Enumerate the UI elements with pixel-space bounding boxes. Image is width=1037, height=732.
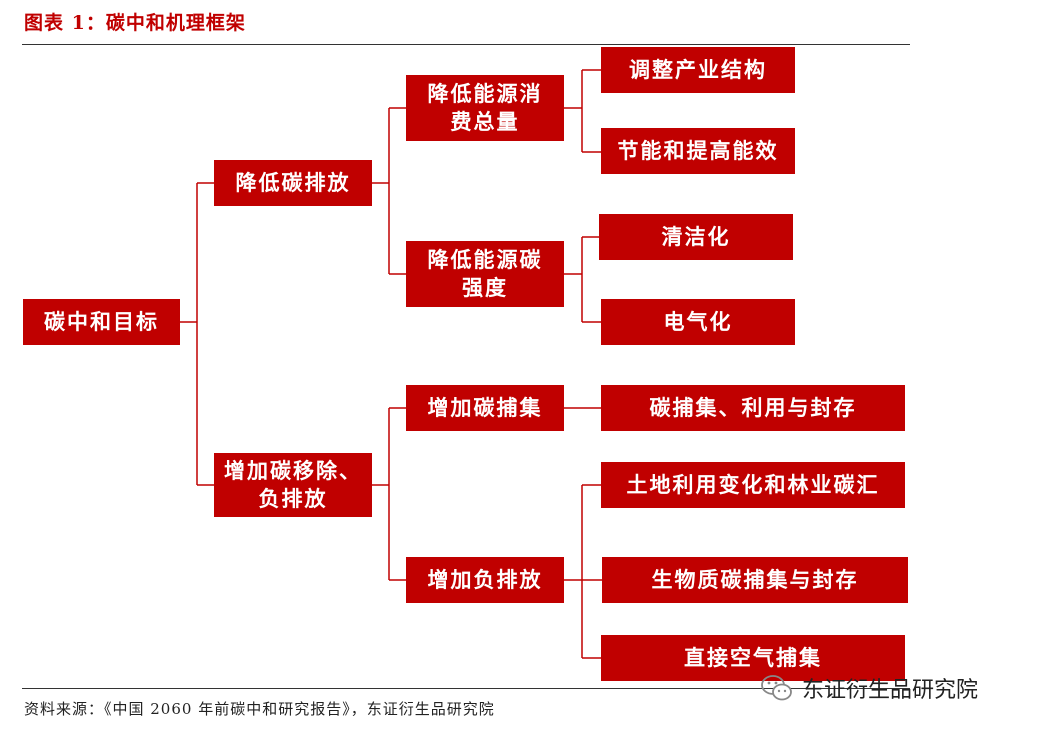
source-note: 资料来源：《中国 2060 年前碳中和研究报告》，东证衍生品研究院 [24,700,495,718]
connector-intensity [564,236,601,323]
node-beccs: 生物质碳捕集与封存 [602,557,908,603]
node-root: 碳中和目标 [23,299,180,345]
node-increase-removal: 增加碳移除、 负排放 [214,453,372,517]
watermark-text: 东证衍生品研究院 [802,678,979,703]
top-rule [22,44,910,45]
node-ccus: 碳捕集、利用与封存 [601,385,905,431]
node-electrify: 电气化 [601,299,795,345]
connector-negative [564,484,602,659]
watermark: 东证衍生品研究院 [760,672,978,704]
wechat-icon [761,675,792,701]
connector-root [180,182,214,486]
node-land-use: 土地利用变化和林业碳汇 [601,462,905,508]
connector-increase [372,407,406,581]
figure-title: 图表 1：碳中和机理框架 [24,12,246,34]
node-reduce-emissions: 降低碳排放 [214,160,372,206]
node-reduce-intensity: 降低能源碳 强度 [406,241,564,307]
bottom-rule [22,688,910,689]
node-reduce-consumption: 降低能源消 费总量 [406,75,564,141]
node-energy-efficiency: 节能和提高能效 [601,128,795,174]
connector-consumption [564,69,601,153]
node-increase-negative: 增加负排放 [406,557,564,603]
node-increase-capture: 增加碳捕集 [406,385,564,431]
connector-reduce [372,107,406,275]
node-clean: 清洁化 [599,214,793,260]
node-dac: 直接空气捕集 [601,635,905,681]
node-adjust-structure: 调整产业结构 [601,47,795,93]
